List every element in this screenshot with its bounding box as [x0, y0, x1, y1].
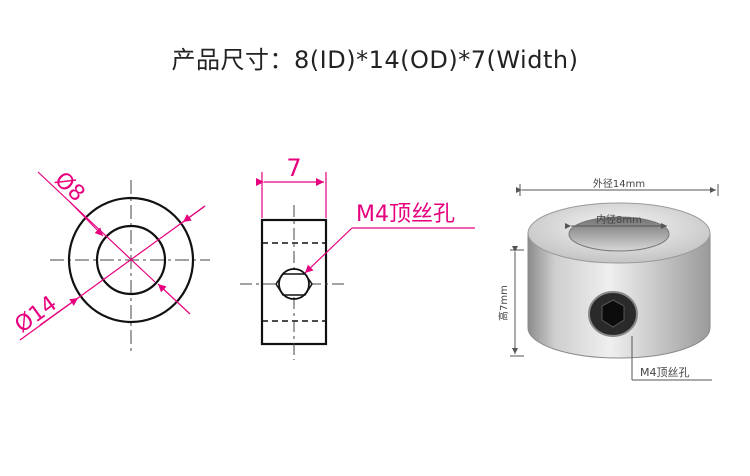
photo-outer-label: 外径14mm — [593, 177, 645, 190]
photo-hole-label: M4顶丝孔 — [640, 366, 690, 379]
outer-circle — [67, 196, 195, 324]
inner-diameter-label: Ø8 — [49, 167, 89, 207]
product-photo: 外径14mm 内径8mm 高7mm M4顶丝孔 — [497, 177, 719, 381]
photo-inner-label: 内径8mm — [596, 213, 642, 226]
side-view: 7 M4顶丝孔 — [240, 154, 475, 360]
front-view: Ø8 Ø14 — [11, 167, 210, 355]
photo-height-label: 高7mm — [497, 285, 510, 321]
hole-label: M4顶丝孔 — [356, 202, 455, 227]
set-screw-hole — [278, 268, 310, 300]
page-title: 产品尺寸：8(ID)*14(OD)*7(Width) — [171, 46, 579, 74]
inner-dimension-line — [37, 171, 156, 283]
inner-circle — [95, 224, 167, 296]
outer-diameter-label: Ø14 — [11, 291, 62, 338]
width-label: 7 — [286, 154, 301, 182]
